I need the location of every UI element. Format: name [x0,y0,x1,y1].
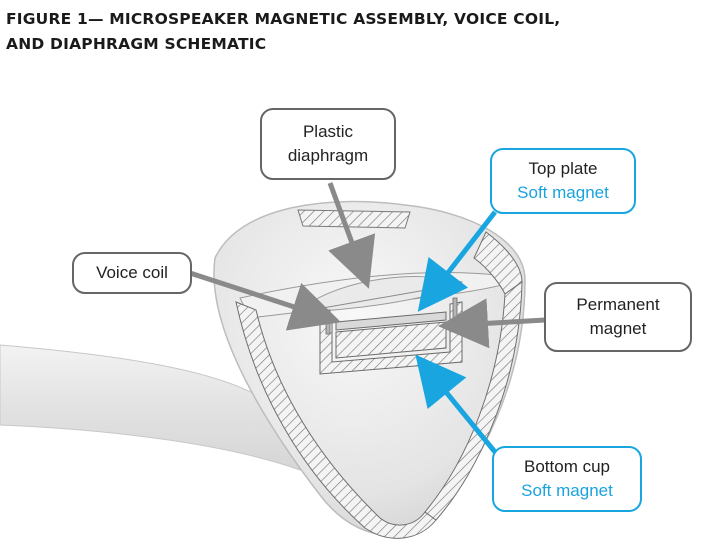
arrow-plastic-diaphragm [327,182,376,289]
callout-plastic-diaphragm-line-2: diaphragm [287,146,369,165]
callout-plastic-diaphragm-line-1: Plastic [302,122,354,141]
earphone-stem [0,344,302,471]
figure-title-line-2: AND DIAPHRAGM SCHEMATIC [6,35,267,53]
leader-arrows [189,182,546,454]
callout-top-plate-line-2: Soft magnet [517,183,609,202]
callout-top-plate: Top plate Soft magnet [490,148,636,214]
arrow-permanent-magnet [438,298,546,349]
callout-top-plate-line-1: Top plate [528,159,598,178]
callout-voice-coil: Voice coil [72,252,192,294]
arrow-voice-coil [189,270,342,331]
callout-permanent-magnet-line-1: Permanent [576,295,660,314]
figure-title-line-1: FIGURE 1— MICROSPEAKER MAGNETIC ASSEMBLY… [6,10,561,28]
figure-title: FIGURE 1— MICROSPEAKER MAGNETIC ASSEMBLY… [6,7,696,57]
callout-plastic-diaphragm: Plastic diaphragm [260,108,396,180]
callout-voice-coil-line-1: Voice coil [96,263,168,282]
callout-permanent-magnet: Permanent magnet [544,282,692,352]
callout-bottom-cup-line-2: Soft magnet [521,481,613,500]
arrow-top-plate [417,210,497,312]
arrow-bottom-cup [415,354,497,454]
callout-bottom-cup: Bottom cup Soft magnet [492,446,642,512]
callout-bottom-cup-line-1: Bottom cup [524,457,610,476]
callout-permanent-magnet-line-2: magnet [589,319,647,338]
